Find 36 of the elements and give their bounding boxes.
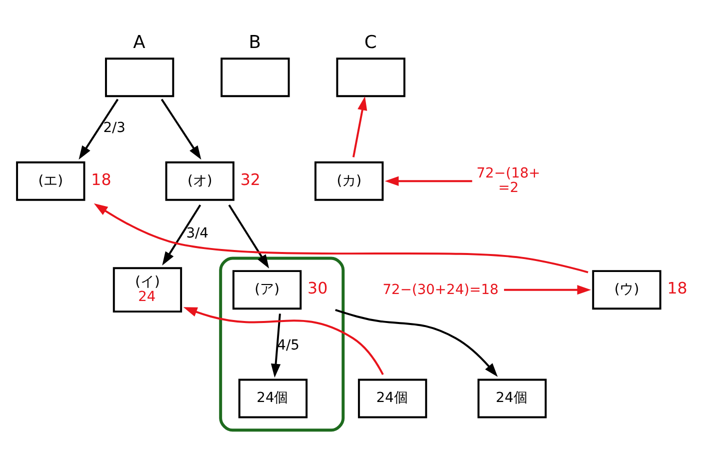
arrow xyxy=(183,306,384,375)
node-box: 24個 xyxy=(478,378,547,418)
arrow xyxy=(78,98,119,160)
arrow xyxy=(162,204,202,266)
node-box: 24個 xyxy=(358,378,428,418)
arrow xyxy=(352,96,368,157)
node-box: (イ) 24 xyxy=(112,266,182,312)
arrow xyxy=(504,284,592,294)
node-box xyxy=(220,57,290,97)
node-label: B xyxy=(248,32,261,53)
node-box xyxy=(104,57,174,97)
node-label: A xyxy=(133,32,146,53)
arrow xyxy=(160,98,202,160)
arrow xyxy=(228,204,270,268)
edge-label: 2/3 xyxy=(103,119,126,136)
arrow xyxy=(384,176,472,186)
edge-label: 4/5 xyxy=(277,336,300,353)
node-box: (カ) xyxy=(314,160,384,200)
arrow xyxy=(270,313,281,378)
node-box: 24個 xyxy=(238,378,308,418)
arrow xyxy=(335,308,498,376)
cluster xyxy=(219,256,345,432)
edge-label: 3/4 xyxy=(186,225,209,242)
arrow xyxy=(94,202,588,273)
node-box: (オ) xyxy=(165,160,234,200)
node-label: 32 xyxy=(240,169,260,188)
node-label: 18 xyxy=(667,278,688,298)
node-label: 18 xyxy=(91,169,112,188)
node-box: (エ) xyxy=(16,160,86,200)
node-label: C xyxy=(364,32,377,53)
node-text: 72−(18+ =2 xyxy=(476,164,540,196)
node-label: 30 xyxy=(308,278,328,298)
node-box: (ウ) xyxy=(592,270,662,310)
node-text: 72−(30+24)=18 xyxy=(382,281,499,298)
node-box: (ア) xyxy=(232,270,302,310)
node-box xyxy=(336,57,406,97)
